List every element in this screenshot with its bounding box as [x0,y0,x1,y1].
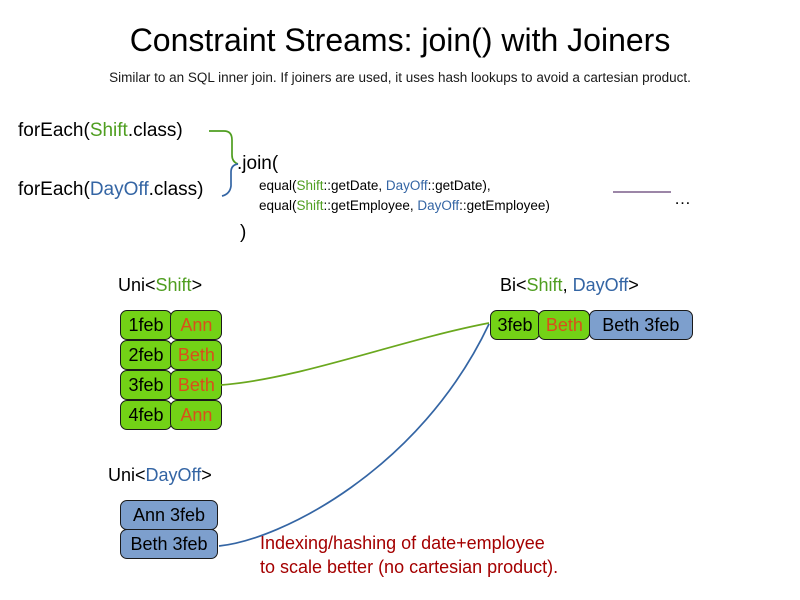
code-equal-2-right-method: ::getEmployee) [459,198,550,213]
label-uni-shift-prefix: Uni< [118,275,156,295]
shift-employee-cell: Beth [170,340,223,370]
code-equal-2-left-type: Shift [296,198,324,213]
shift-employee-cell: Ann [170,400,223,430]
shift-date-cell: 2feb [120,340,172,370]
label-bi-type-shift: Shift [526,275,563,295]
code-equal-1-left-method: ::getDate, [323,178,386,193]
label-uni-dayoff-type: DayOff [145,465,202,485]
code-equal-1-left-type: Shift [296,178,324,193]
annotation-line-1: Indexing/hashing of date+employee [260,533,545,553]
connector-dayoff-fact-to-bi [218,323,490,547]
code-foreach-dayoff-type: DayOff [89,179,149,200]
label-uni-dayoff: Uni<DayOff> [108,465,212,486]
code-join-close: ) [240,222,247,243]
code-equal-2-prefix: equal( [259,198,297,213]
code-foreach-dayoff: forEach(DayOff.class) [18,179,204,201]
code-join-open: .join( [237,153,279,174]
code-equal-1-right-type: DayOff [385,178,428,193]
label-bi-suffix: > [628,275,639,295]
page-subtitle: Similar to an SQL inner join. If joiners… [109,70,691,85]
code-equal-2-left-method: ::getEmployee, [323,198,418,213]
code-equal-getemployee: equal(Shift::getEmployee, DayOff::getEmp… [259,198,550,213]
annotation-line-2: to scale better (no cartesian product). [260,557,559,577]
shift-row: 3feb Beth [120,370,223,400]
connector-shift-fact-to-bi [220,322,490,386]
label-bi-separator: , [562,275,573,295]
code-equal-1-right-method: ::getDate), [427,178,491,193]
code-equal-2-right-type: DayOff [417,198,460,213]
label-uni-dayoff-suffix: > [201,465,212,485]
code-foreach-dayoff-suffix: .class) [148,179,204,200]
shift-row: 2feb Beth [120,340,223,370]
code-foreach-shift-type: Shift [89,120,128,141]
connector-shift-to-join [209,130,239,165]
code-equal-1-prefix: equal( [259,178,297,193]
bi-employee-cell: Beth [538,310,591,340]
dayoff-cell: Beth 3feb [120,529,218,559]
shift-date-cell: 3feb [120,370,172,400]
label-uni-shift: Uni<Shift> [118,275,202,296]
shift-employee-cell: Ann [170,310,223,340]
label-bi-shift-dayoff: Bi<Shift, DayOff> [500,275,639,296]
page-title: Constraint Streams: join() with Joiners [129,22,671,58]
dayoff-row: Beth 3feb [120,529,218,559]
label-uni-shift-suffix: > [191,275,203,295]
code-ellipsis: … [674,189,691,208]
label-uni-dayoff-prefix: Uni< [108,465,146,485]
annotation-text: Indexing/hashing of date+employee to sca… [260,531,558,579]
bi-dayoff-cell: Beth 3feb [588,310,693,340]
label-uni-shift-type: Shift [155,275,192,295]
bi-row: 3feb Beth Beth 3feb [490,310,693,340]
label-bi-type-dayoff: DayOff [572,275,629,295]
code-foreach-shift: forEach(Shift.class) [18,120,183,142]
code-foreach-shift-prefix: forEach( [18,120,90,141]
shift-employee-cell: Beth [170,370,223,400]
code-foreach-shift-suffix: .class) [127,120,183,141]
bi-date-cell: 3feb [490,310,540,340]
code-foreach-dayoff-prefix: forEach( [18,179,90,200]
shift-row: 4feb Ann [120,400,223,430]
shift-date-cell: 4feb [120,400,172,430]
code-equal-getdate: equal(Shift::getDate, DayOff::getDate), [259,178,491,193]
dayoff-row: Ann 3feb [120,500,218,530]
connector-dayoff-to-join [221,163,239,197]
dayoff-cell: Ann 3feb [120,500,218,530]
shift-date-cell: 1feb [120,310,172,340]
shift-row: 1feb Ann [120,310,223,340]
label-bi-prefix: Bi< [500,275,527,295]
